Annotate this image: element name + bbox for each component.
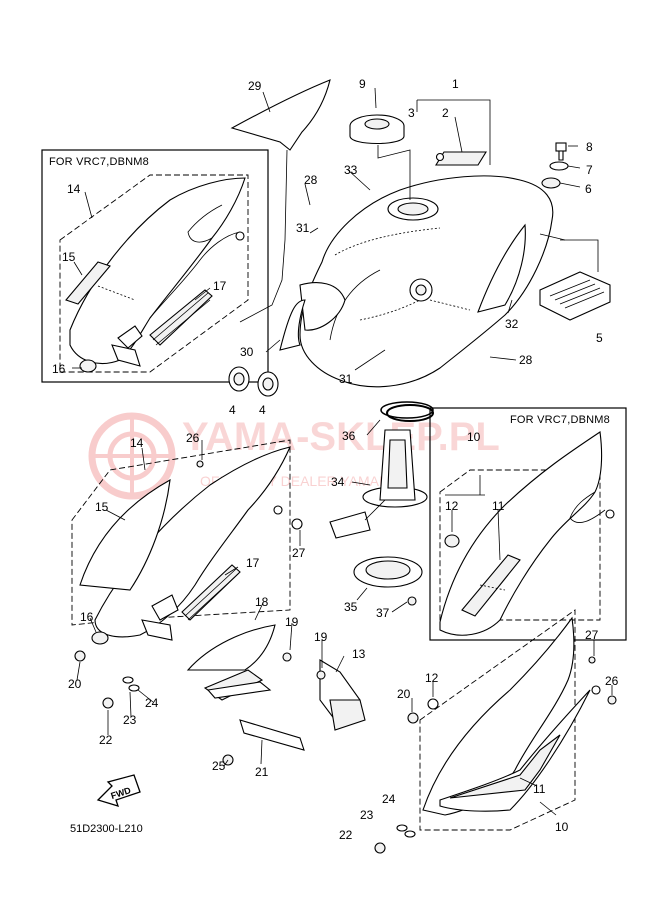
callout-20: 20 [397, 687, 411, 701]
callout-23: 23 [360, 808, 374, 822]
air-guide-29 [230, 79, 331, 323]
callout-34: 34 [331, 475, 345, 489]
watermark: YAMA-SKLEP.PL OFICJALNY DEALER YAMAHA [88, 412, 500, 500]
callout-numbers: 1 2 3 4 4 5 6 7 8 9 10 10 11 11 12 12 13… [52, 77, 619, 842]
callout-24: 24 [145, 696, 159, 710]
fuel-tank [299, 175, 566, 388]
fasteners [74, 460, 617, 854]
callout-5: 5 [596, 331, 603, 345]
left-box-title: FOR VRC7,DBNM8 [49, 156, 149, 168]
callout-32: 32 [505, 317, 519, 331]
callout-19: 19 [285, 615, 299, 629]
left-inset-box: FOR VRC7,DBNM8 [41, 149, 269, 383]
callout-16: 16 [80, 610, 94, 624]
relay-block-5 [539, 239, 611, 321]
callout-30: 30 [240, 345, 254, 359]
callout-13: 13 [352, 647, 366, 661]
watermark-logo-icon [88, 412, 176, 500]
callout-26: 26 [186, 431, 200, 445]
callout-33: 33 [344, 163, 358, 177]
callout-4: 4 [229, 403, 236, 417]
callout-35: 35 [344, 600, 358, 614]
callout-23: 23 [123, 713, 137, 727]
callout-19: 19 [314, 630, 328, 644]
callout-4: 4 [259, 403, 266, 417]
grommets-4 [228, 366, 279, 397]
callout-12: 12 [445, 499, 459, 513]
callout-27: 27 [292, 546, 306, 560]
leader-lines [72, 87, 613, 816]
callout-25: 25 [212, 759, 226, 773]
callout-20: 20 [68, 677, 82, 691]
callout-15: 15 [62, 250, 76, 264]
fuel-cap [349, 114, 411, 200]
callout-24: 24 [382, 792, 396, 806]
tank-label-group [416, 99, 491, 166]
callout-29: 29 [248, 79, 262, 93]
callout-37: 37 [376, 606, 390, 620]
callout-36: 36 [342, 429, 356, 443]
callout-22: 22 [99, 733, 113, 747]
right-inset-box: FOR VRC7,DBNM8 [429, 407, 627, 641]
callout-28: 28 [304, 173, 318, 187]
callout-28: 28 [519, 353, 533, 367]
callout-11: 11 [533, 782, 546, 796]
callout-21: 21 [255, 765, 269, 779]
right-box-title: FOR VRC7,DBNM8 [510, 414, 610, 426]
drawing-code: 51D2300-L210 [70, 823, 143, 835]
callout-11: 11 [492, 499, 505, 513]
callout-10: 10 [467, 430, 481, 444]
gasket-36 [380, 401, 434, 419]
brackets-18-21-13 [186, 624, 366, 751]
callout-31: 31 [296, 221, 310, 235]
callout-22: 22 [339, 828, 353, 842]
bolts-6-8 [541, 142, 569, 189]
callout-17: 17 [213, 279, 227, 293]
callout-10: 10 [555, 820, 569, 834]
callout-16: 16 [52, 362, 66, 376]
callout-17: 17 [246, 556, 260, 570]
hose-30 [279, 299, 306, 351]
left-side-cover-assembly [71, 439, 291, 645]
callout-12: 12 [425, 671, 439, 685]
callout-3: 3 [408, 106, 415, 120]
right-side-cover-assembly [419, 609, 601, 831]
callout-14: 14 [67, 182, 81, 196]
callout-18: 18 [255, 595, 269, 609]
callout-7: 7 [586, 163, 593, 177]
callout-15: 15 [95, 500, 109, 514]
callout-14: 14 [130, 436, 144, 450]
fwd-arrow-icon: FWD [96, 774, 141, 807]
callout-27: 27 [585, 628, 599, 642]
callout-9: 9 [359, 77, 366, 91]
callout-26: 26 [605, 674, 619, 688]
callout-2: 2 [442, 106, 449, 120]
callout-8: 8 [586, 140, 593, 154]
callout-1: 1 [452, 77, 459, 91]
callout-6: 6 [585, 182, 592, 196]
fuel-pump [329, 404, 434, 588]
callout-31: 31 [339, 372, 353, 386]
watermark-brand: YAMA-SKLEP.PL [182, 415, 500, 459]
